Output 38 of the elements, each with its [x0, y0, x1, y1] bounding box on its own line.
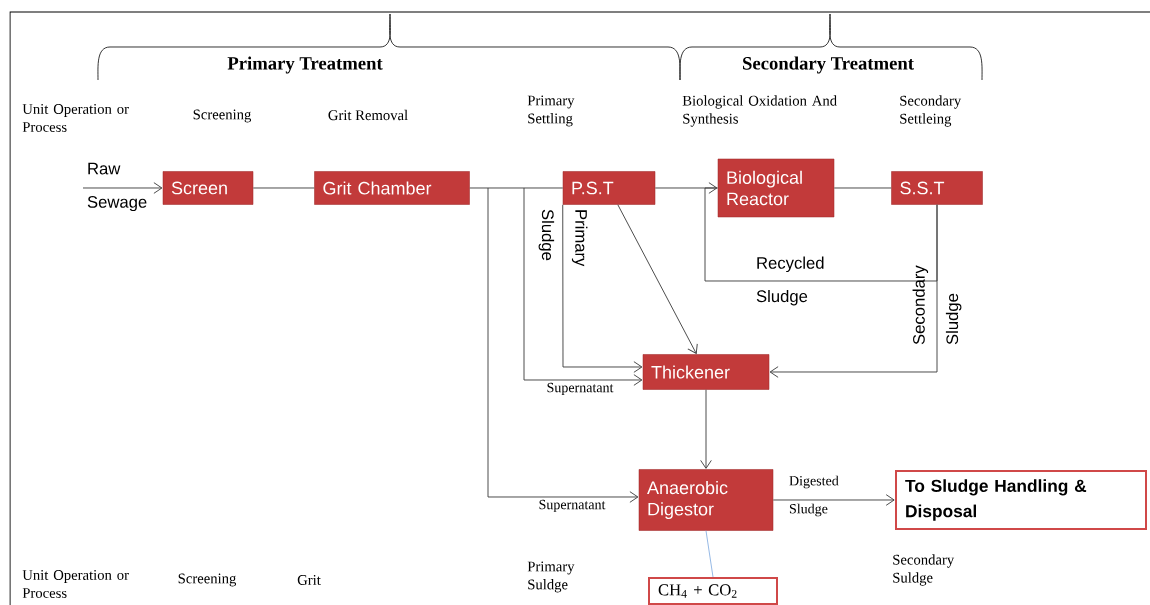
process-box: Grit Chamber	[314, 171, 470, 205]
arrow	[617, 204, 698, 354]
process-box: Biological Reactor	[717, 158, 835, 218]
stage-label: Secondary Suldge	[893, 554, 955, 586]
process-box: S.S.T	[891, 171, 983, 205]
stage-label: Primary Suldge	[527, 561, 575, 593]
arrow	[700, 389, 712, 469]
process-box: Thickener	[642, 354, 770, 390]
process-box: P.S.T	[562, 171, 656, 205]
edge-label: Supernatant	[539, 499, 606, 513]
edge-label: Secondary Sludge	[912, 265, 962, 345]
arrow	[487, 187, 639, 503]
arrow	[704, 182, 938, 282]
stage-label: Secondary Settleing	[900, 95, 962, 127]
edge-label: Recycled Sludge	[756, 256, 824, 306]
section-heading: Primary Treatment	[227, 56, 383, 74]
arrow	[562, 204, 643, 373]
process-box: Anaerobic Digestor	[638, 469, 774, 531]
edge-label: Supernatant	[547, 382, 614, 396]
output-box: CH$_{4}$ + CO$_{2}$	[648, 577, 778, 605]
stage-label: Primary Settling	[527, 95, 575, 127]
stage-label: Grit Removal	[328, 109, 408, 121]
stage-label: Biological Oxidation And Synthesis	[682, 95, 837, 127]
edge-label: Digested Sludge	[789, 475, 839, 517]
output-box: To Sludge Handling & Disposal	[895, 470, 1147, 530]
process-box: Screen	[162, 171, 254, 205]
stage-label: Unit Operation or Process	[22, 570, 129, 598]
stage-label: Unit Operation or Process	[22, 104, 129, 132]
stage-label: Screening	[193, 109, 252, 123]
section-heading: Secondary Treatment	[743, 56, 914, 74]
arrow	[523, 187, 643, 386]
arrow	[769, 204, 938, 378]
stage-label: Grit	[297, 575, 321, 585]
stage-label: Screening	[178, 573, 237, 587]
arrow	[772, 494, 895, 506]
edge-label: Primary Sludge	[538, 209, 588, 267]
edge-label: Raw Sewage	[87, 162, 147, 212]
arrow	[82, 182, 163, 194]
